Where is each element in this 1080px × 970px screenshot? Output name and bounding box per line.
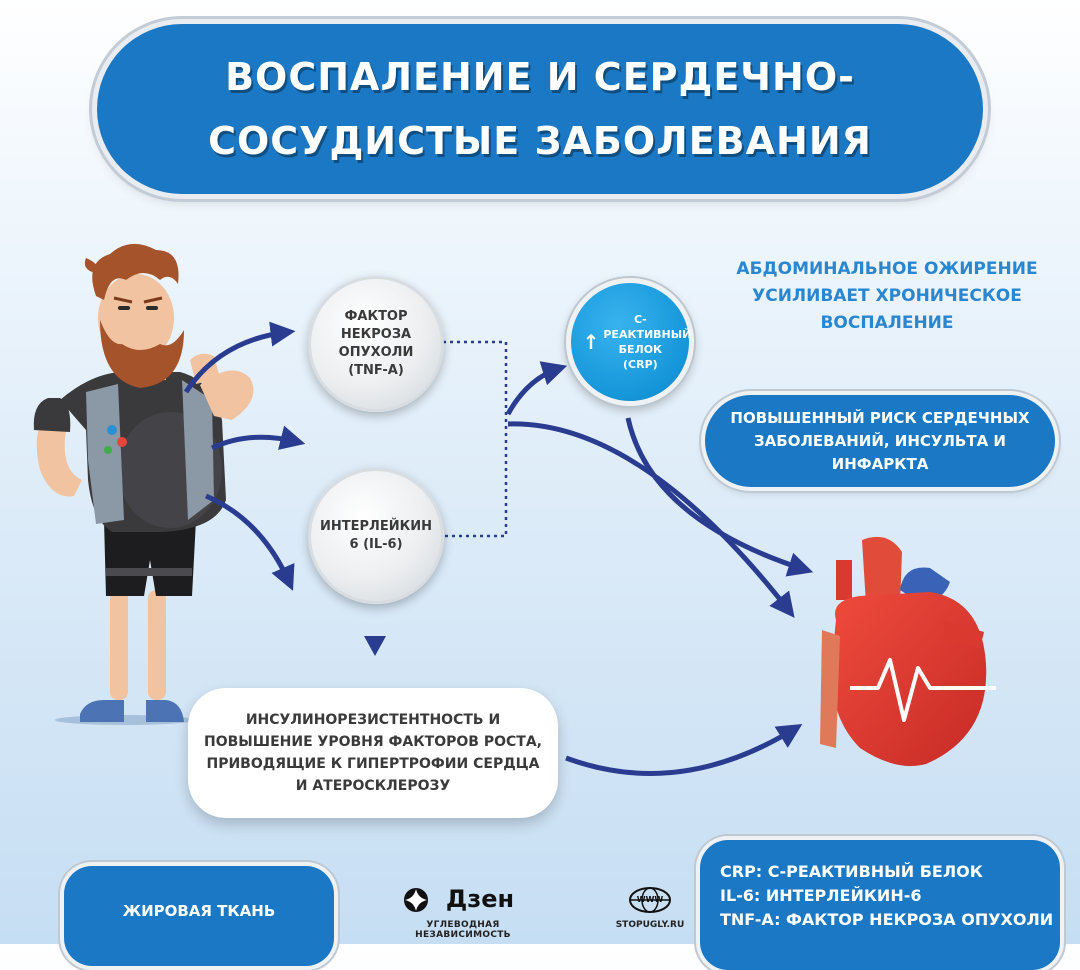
fat-tissue-box: Жировая ткань <box>64 866 334 966</box>
arrow-box-to-heart <box>565 724 803 776</box>
down-triangle-icon <box>364 636 386 656</box>
www-text: WWW <box>636 894 664 904</box>
insulin-label: Инсулинорезистентность и повышение уровн… <box>204 712 542 794</box>
arrow-to-heart-1 <box>507 421 795 618</box>
dzen-subtitle: Углеводная независимость <box>415 920 511 940</box>
site-url: stopugly.ru <box>615 920 685 930</box>
dzen-logo: Дзен Углеводная независимость <box>378 884 548 940</box>
title-banner: Воспаление и сердечно-сосудистые заболев… <box>97 24 983 194</box>
obesity-note: Абдоминальное ожирение усиливает хрониче… <box>736 259 1038 333</box>
legend-item: IL-6: Интерлейкин-6 <box>720 886 922 905</box>
il6-circle: Интерлейкин 6 (IL-6) <box>308 468 444 604</box>
arrow-crp-to-heart <box>625 417 814 577</box>
il6-label: Интерлейкин 6 (IL-6) <box>320 519 432 552</box>
insulin-resistance-box: Инсулинорезистентность и повышение уровн… <box>188 688 558 818</box>
legend-item: CRP: С-реактивный белок <box>720 862 983 881</box>
dotted-connector <box>436 340 508 538</box>
risk-label: Повышенный риск сердечных заболеваний, и… <box>730 408 1030 473</box>
crp-label: С-реактивный белок (CRP) <box>603 313 692 371</box>
site-logo: WWW stopugly.ru <box>604 884 696 931</box>
arrow-up-icon: ↑ <box>582 330 600 354</box>
tnf-circle: Фактор некроза опухоли (TNF-а) <box>308 276 444 412</box>
man-illustration <box>33 243 254 725</box>
arrow-man-to-il6 <box>205 493 295 591</box>
legend-item: TNF-a: фактор некроза опухоли <box>720 910 1054 929</box>
diagram-graphics <box>33 243 996 913</box>
page-title: Воспаление и сердечно-сосудистые заболев… <box>208 55 872 163</box>
arrow-man-to-tnf <box>183 321 296 394</box>
arrow-to-crp <box>505 361 568 416</box>
fat-tissue-label: Жировая ткань <box>122 902 276 920</box>
risk-banner: Повышенный риск сердечных заболеваний, и… <box>705 395 1055 487</box>
dzen-logo-icon <box>404 888 428 912</box>
dzen-name: Дзен <box>445 885 515 913</box>
globe-icon <box>629 887 671 913</box>
tnf-label: Фактор некроза опухоли (TNF-а) <box>338 309 414 378</box>
legend-box: CRP: С-реактивный белок IL-6: Интерлейки… <box>700 840 1060 970</box>
arrow-man-to-right <box>210 425 306 451</box>
crp-circle: ↑ С-реактивный белок (CRP) <box>566 278 694 406</box>
heart-icon <box>820 536 996 766</box>
